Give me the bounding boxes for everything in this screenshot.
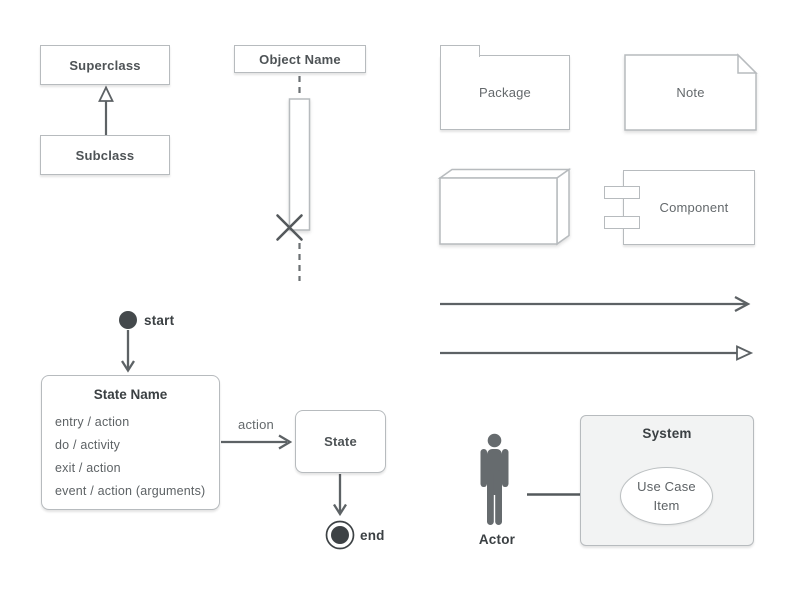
end-label: end [360, 527, 385, 543]
object-name-box[interactable]: Object Name [234, 45, 366, 73]
note-label-area[interactable]: Note [625, 55, 756, 130]
object-name-label: Object Name [259, 51, 341, 67]
start-circle-icon [119, 311, 137, 329]
hollow-triangle-arrowhead-icon [98, 85, 114, 102]
component-port-bottom [604, 216, 640, 229]
use-case-label-line1: Use Case [637, 479, 696, 494]
lifeline-connector[interactable] [276, 76, 311, 281]
transition-label: action [238, 416, 274, 432]
open-arrowhead-icon [121, 360, 135, 373]
inheritance-connector[interactable] [98, 85, 114, 137]
superclass-label: Superclass [69, 57, 141, 73]
state-box[interactable]: State [295, 410, 386, 473]
state-name-title: State Name [93, 387, 168, 402]
superclass-box[interactable]: Superclass [40, 45, 170, 85]
end-state-node[interactable] [325, 520, 355, 550]
subclass-label: Subclass [75, 147, 135, 163]
state-feature-event: event / action (arguments) [55, 484, 206, 498]
package-tab [440, 44, 480, 57]
hollow-triangle-arrowhead-icon [736, 345, 754, 361]
component-box[interactable]: Component [623, 170, 755, 245]
end-outer-ring-icon [325, 520, 355, 550]
open-arrow-connector[interactable] [440, 295, 751, 313]
state-name-box[interactable]: State Name entry / action do / activity … [41, 375, 220, 510]
end-label-area: end [360, 526, 400, 544]
open-arrowhead-icon [278, 434, 293, 450]
actor-label-area: Actor [467, 530, 527, 548]
state-label: State [324, 434, 357, 449]
note-label: Note [676, 85, 705, 100]
state-feature-entry: entry / action [55, 415, 130, 429]
start-state-node[interactable] [119, 311, 137, 373]
package-label: Package [479, 85, 531, 100]
use-case-label-line2: Item [653, 498, 680, 513]
component-label: Component [659, 200, 729, 215]
component-port-top [604, 186, 640, 199]
actor-figure-icon[interactable] [480, 433, 509, 525]
system-title: System [642, 426, 692, 441]
state-feature-list: entry / action do / activity exit / acti… [42, 411, 219, 503]
activation-bar[interactable] [288, 98, 311, 231]
state-feature-exit: exit / action [55, 461, 121, 475]
node-3d-shape[interactable] [437, 168, 572, 246]
start-label: start [144, 312, 175, 328]
start-label-area: start [144, 311, 188, 329]
triangle-arrow-connector[interactable] [440, 345, 754, 361]
transition-connector[interactable] [221, 434, 293, 450]
transition-label-area: action [228, 416, 284, 432]
destruction-x-icon [276, 214, 303, 241]
state-feature-do: do / activity [55, 438, 121, 452]
open-arrowhead-icon [333, 503, 347, 517]
use-case-ellipse[interactable]: Use Case Item [620, 467, 713, 525]
subclass-box[interactable]: Subclass [40, 135, 170, 175]
actor-label: Actor [478, 531, 516, 547]
open-arrowhead-icon [734, 295, 751, 313]
package-body[interactable]: Package [440, 55, 570, 130]
end-transition-connector[interactable] [333, 474, 347, 517]
end-inner-circle-icon [331, 526, 349, 544]
